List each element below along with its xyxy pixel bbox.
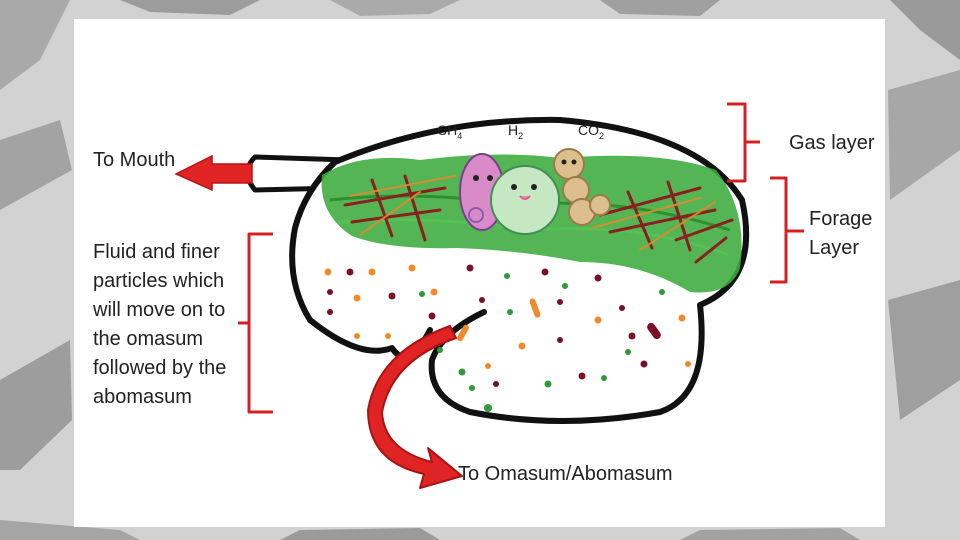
to-mouth-label: To Mouth <box>93 146 175 175</box>
forage-layer-bracket <box>770 178 804 282</box>
gas-layer-bracket <box>727 104 760 181</box>
gas-h2-label: H2 <box>508 122 523 141</box>
to-omasum-label: To Omasum/Abomasum <box>458 460 673 489</box>
gas-ch4-label: CH4 <box>437 122 462 141</box>
fluid-particles-label: Fluid and finer particles which will mov… <box>93 238 248 412</box>
forage-layer-label: Forage Layer <box>809 205 879 263</box>
gas-layer-label: Gas layer <box>789 129 875 158</box>
gas-co2-label: CO2 <box>578 122 604 141</box>
to-mouth-arrow <box>176 156 252 190</box>
microbe-green <box>491 166 559 234</box>
